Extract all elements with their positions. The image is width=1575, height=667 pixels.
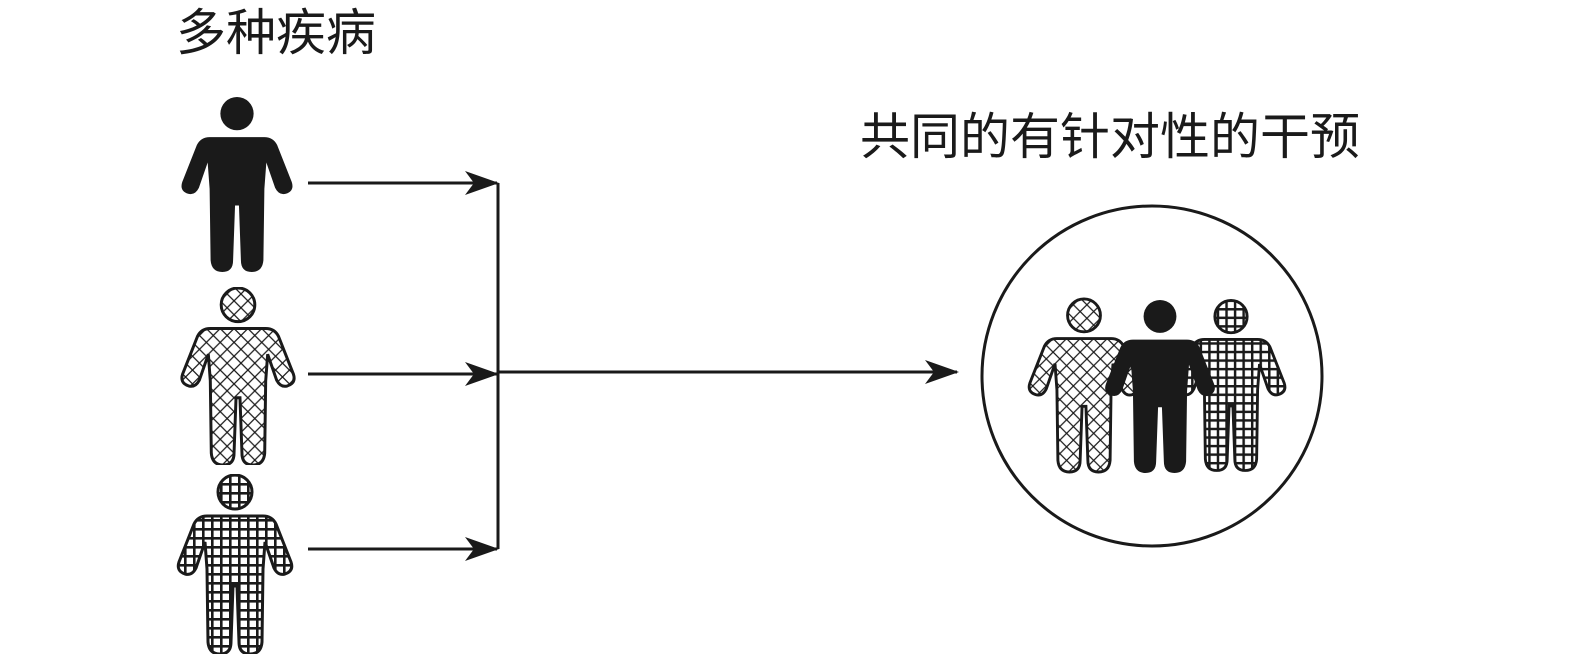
group-circle: [980, 204, 1324, 548]
person-diamond-pattern-icon: [180, 287, 296, 465]
diseases-label: 多种疾病: [176, 4, 376, 62]
group-person-solid-icon: [1105, 299, 1215, 473]
group-person-grid-icon: [1175, 298, 1287, 472]
intervention-label: 共同的有针对性的干预: [860, 108, 1360, 166]
person-solid-icon: [181, 96, 293, 272]
person-grid-pattern-icon: [176, 474, 294, 654]
